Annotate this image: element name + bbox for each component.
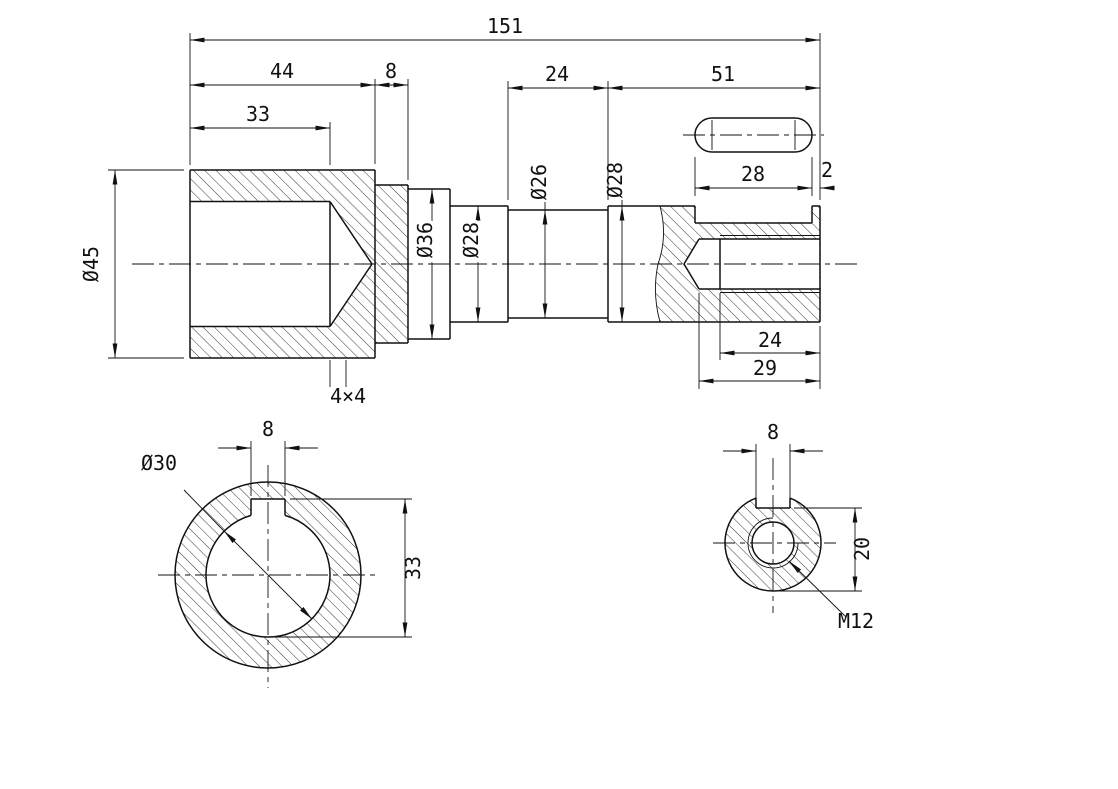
dim-text-dia28-rear: Ø28 bbox=[603, 162, 627, 198]
left-bore-outline bbox=[205, 498, 331, 638]
tail-bore-outline bbox=[683, 238, 820, 290]
right-dim-text-m12: M12 bbox=[838, 609, 874, 633]
dim-text-24: 24 bbox=[545, 62, 569, 86]
right-end-section: 8 20 M12 bbox=[713, 420, 874, 633]
main-view bbox=[132, 169, 858, 359]
dim-text-28: 28 bbox=[741, 162, 765, 186]
dim-text-dia28-front: Ø28 bbox=[459, 222, 483, 258]
right-dim-text-20: 20 bbox=[850, 537, 874, 561]
dim-text-dia36: Ø36 bbox=[413, 222, 437, 258]
left-dim-text-33: 33 bbox=[401, 556, 425, 580]
dim-text-groove: 4×4 bbox=[330, 384, 366, 408]
dim-text-33: 33 bbox=[246, 102, 270, 126]
dim-text-2: 2 bbox=[821, 158, 833, 182]
tail-section-hatch bbox=[655, 206, 821, 322]
main-dimensions: 151 44 8 33 24 51 28 2 Ø45 Ø36 Ø28 Ø26 Ø… bbox=[79, 14, 835, 408]
keyway-slot-view bbox=[683, 117, 824, 153]
sleeve-section-hatch bbox=[190, 170, 408, 358]
thread-lines bbox=[720, 235, 820, 293]
right-extension-lines bbox=[755, 444, 862, 592]
dim-text-51: 51 bbox=[711, 62, 735, 86]
left-dim-text-8: 8 bbox=[262, 417, 274, 441]
dim-text-dia45: Ø45 bbox=[79, 246, 103, 282]
dim-text-thread-depth: 24 bbox=[758, 328, 782, 352]
dim-text-151: 151 bbox=[487, 14, 523, 38]
right-dim-text-8: 8 bbox=[767, 420, 779, 444]
dim-text-44: 44 bbox=[270, 59, 294, 83]
left-end-section: 8 Ø30 33 bbox=[141, 417, 425, 688]
left-dim-dia30 bbox=[223, 530, 313, 620]
dim-text-hole-depth: 29 bbox=[753, 356, 777, 380]
left-dim-text-dia30: Ø30 bbox=[141, 451, 177, 475]
right-leader-m12 bbox=[788, 560, 847, 618]
dim-text-8: 8 bbox=[385, 59, 397, 83]
right-thread-arc bbox=[747, 517, 799, 569]
dim-text-dia26: Ø26 bbox=[527, 164, 551, 200]
slot-outline bbox=[694, 117, 813, 153]
left-extension-lines bbox=[183, 441, 412, 638]
tail-outline bbox=[660, 205, 821, 323]
extension-lines bbox=[108, 33, 821, 389]
